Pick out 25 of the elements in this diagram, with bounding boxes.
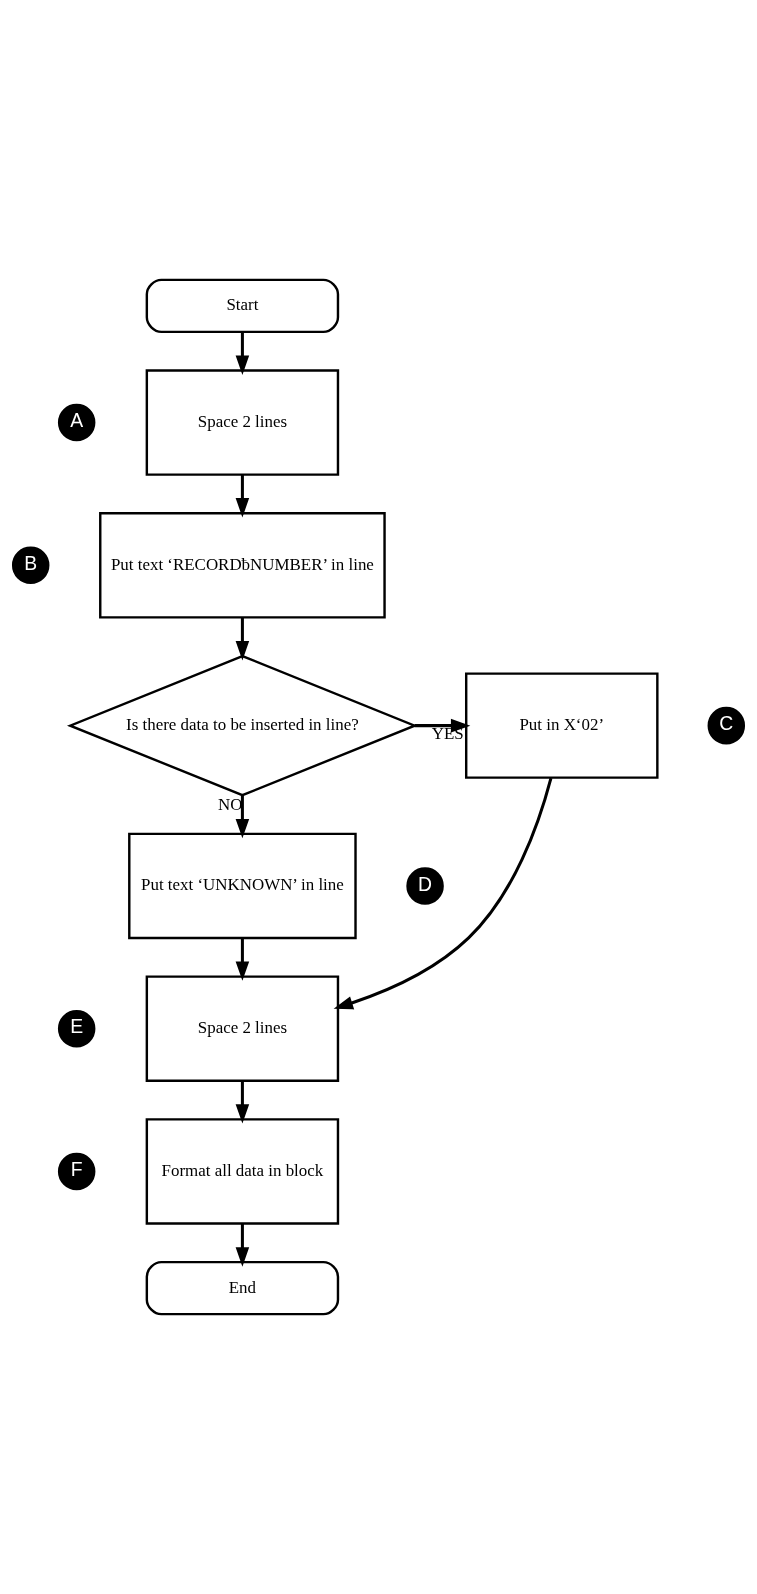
node-box: Put text ‘UNKNOWN’ in line <box>128 832 357 940</box>
arrow <box>235 331 250 375</box>
node-box: Put in X‘02’ <box>465 672 659 779</box>
node-box: End <box>145 1260 340 1316</box>
arrow <box>235 1223 250 1267</box>
node-box: Space 2 lines <box>145 975 340 1082</box>
node-box: Start <box>145 278 340 334</box>
node-label: C <box>719 712 734 735</box>
node-box: Put text ‘RECORDƀNUMBER’ in line <box>99 512 386 619</box>
node-box: Format all data in block <box>145 1118 340 1225</box>
node-label: B <box>24 551 38 574</box>
edge-label: NO <box>218 795 243 815</box>
node-label: A <box>70 409 84 432</box>
arrow <box>235 1080 250 1124</box>
arrow <box>235 795 250 839</box>
node-box: Space 2 lines <box>145 369 340 476</box>
node-label: E <box>70 1015 84 1038</box>
arrow <box>235 938 250 981</box>
arrow <box>235 474 250 518</box>
arrow <box>414 718 471 733</box>
arrow <box>235 617 250 661</box>
arrow <box>333 777 553 1010</box>
node-diamond: Is there data to be inserted in line? <box>66 654 418 797</box>
node-label: F <box>70 1158 83 1181</box>
node-label: D <box>418 872 433 895</box>
